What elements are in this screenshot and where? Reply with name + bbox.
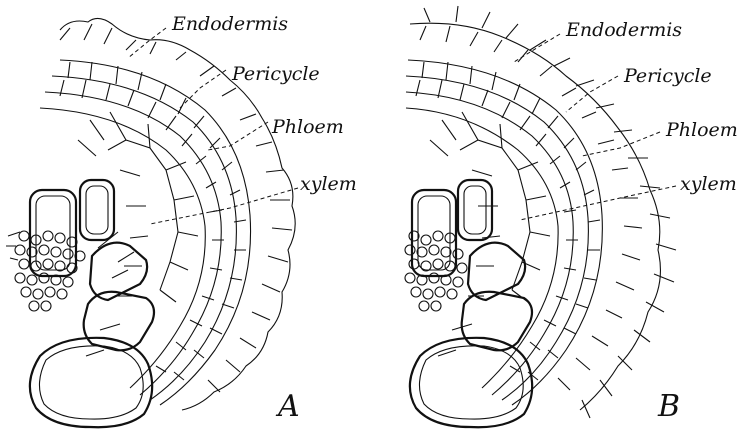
panel-a-phloem-label: Phloem (271, 116, 344, 138)
panel-a-xylem-vessel-2 (80, 180, 114, 240)
panel-a-pericycle-arc (52, 76, 236, 400)
panel-b-endodermis-label: Endodermis (565, 19, 682, 41)
panel-a-phloem-arc (45, 92, 221, 395)
panel-b-phloem-label: Phloem (665, 119, 738, 141)
panel-b-xylem-label: xylem (680, 173, 737, 195)
panel-b-endodermis-leader (514, 34, 560, 62)
panel-b-xylem-vessel-large (410, 338, 532, 427)
panel-a-endodermis-label: Endodermis (171, 13, 288, 35)
panel-a-xylem-vessels (30, 180, 154, 427)
panel-b-letter: B (657, 389, 680, 424)
panel-b-xylem-vessel-2 (458, 180, 492, 240)
panel-a-xylem-label: xylem (300, 173, 357, 195)
panel-a-pericycle-leader (180, 70, 226, 108)
panel-b-xylem-vessel-4 (462, 292, 532, 351)
panel-b: Endodermis Pericycle Phloem xylem B (405, 6, 738, 427)
panel-a-xylem-vessel-large (30, 338, 152, 427)
panel-b-outer-boundary (410, 23, 660, 410)
panel-a-pericycle-label: Pericycle (231, 63, 320, 85)
panel-a: Endodermis Pericycle Phloem xylem A (6, 13, 357, 427)
panel-b-phloem-leader (582, 132, 660, 156)
panel-a-letter: A (275, 389, 300, 424)
panel-b-pericycle-label: Pericycle (623, 65, 712, 87)
